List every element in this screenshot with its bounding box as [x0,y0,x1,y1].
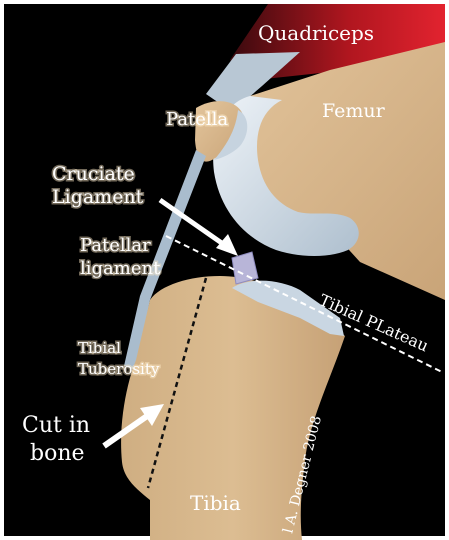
quadriceps-label: Quadriceps [258,21,374,45]
femur-label: Femur [322,100,386,122]
tibial-tuberosity-label-line2: Tuberosity [78,360,160,378]
cut-in-bone-label-line2: bone [30,441,85,466]
cut-in-bone-label-line1: Cut in [22,413,90,438]
tibia-label: Tibia [190,491,241,515]
tibial-tuberosity-label-line1: Tibial [78,339,121,357]
cruciate-label-line1: Cruciate [52,163,135,185]
patellar-label-line2: ligament [80,258,161,279]
patella-label: Patella [166,109,228,130]
patellar-label-line1: Patellar [80,235,151,256]
cruciate-label-line2: Ligament [52,186,144,208]
